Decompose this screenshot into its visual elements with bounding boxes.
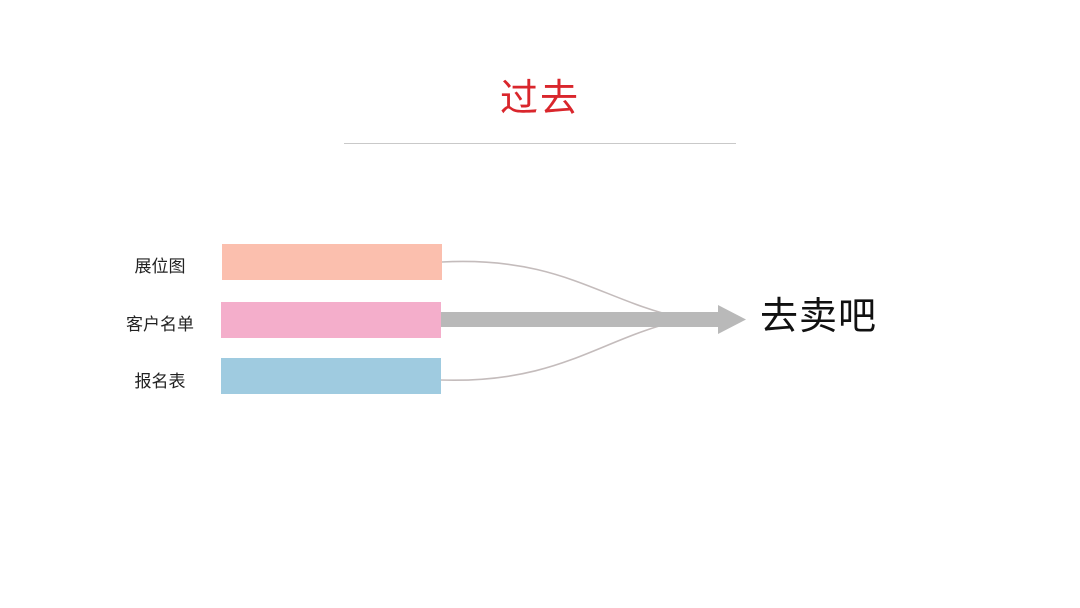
row-bar-customer-list	[221, 302, 441, 338]
arrow-head	[718, 305, 746, 334]
row-label-booth-map: 展位图	[134, 257, 186, 277]
row-bar-booth-map	[222, 244, 442, 280]
row-label-customer-list: 客户名单	[126, 315, 194, 335]
arrow-shaft	[440, 312, 722, 327]
page-title: 过去	[499, 76, 580, 120]
row-label-signup-form: 报名表	[134, 372, 186, 392]
row-bar-signup-form	[221, 358, 441, 394]
title-divider	[344, 143, 736, 144]
curve-top	[441, 260, 683, 319]
result-text: 去卖吧	[760, 294, 878, 338]
curve-bottom	[439, 319, 683, 382]
